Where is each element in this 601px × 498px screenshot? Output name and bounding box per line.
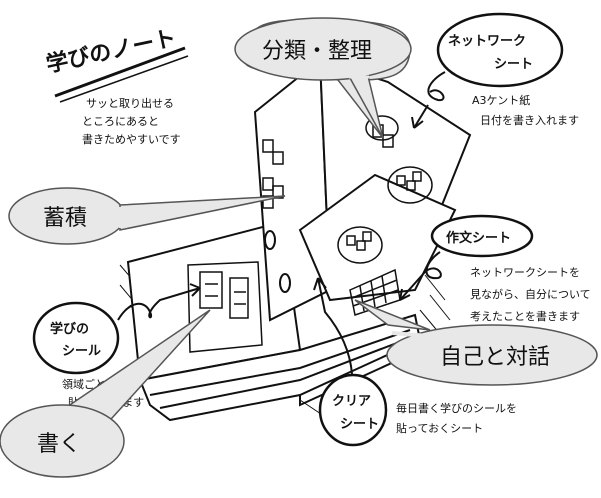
study-seal-label: 学びの — [50, 321, 89, 337]
network-sheet-label: シート — [494, 57, 533, 72]
bubble-write-text: 書く — [37, 432, 81, 457]
bubble-dialogue-text: 自己と対話 — [440, 345, 550, 370]
title: 学びのノート — [44, 25, 179, 78]
network-arrow — [411, 104, 429, 129]
clear-sheet-label: シート — [340, 417, 379, 432]
essay-caption-line: ネットワークシートを — [470, 266, 580, 279]
essay-sheet-label-oval — [430, 214, 534, 258]
essay-caption-line: 考えたことを書きます — [470, 309, 580, 323]
clear-sheet-label-oval — [318, 373, 388, 447]
network-caption-line: A3ケント紙 — [472, 93, 530, 107]
bubble-classify: 分類・整理 — [234, 17, 412, 139]
svg-text:学びの シール: 学びの シール — [50, 321, 101, 359]
bubble-classify-text: 分類・整理 — [262, 39, 372, 64]
essay-arrow — [399, 251, 442, 301]
bubble-accumulate-text: 蓄積 — [43, 206, 87, 231]
svg-text:クリア シート: クリア シート — [332, 394, 379, 432]
binder-ring — [264, 230, 276, 250]
study-seal-label-oval — [32, 301, 120, 375]
clear-sheet-arrow — [313, 277, 353, 375]
svg-text:A3ケント紙 日付を書き入れます: A3ケント紙 日付を書き入れます — [472, 93, 579, 127]
clear-sheet-label: クリア — [332, 394, 371, 409]
svg-text:毎日書く学びのシールを 貼っておくシート: 毎日書く学びのシールを 貼っておくシート — [396, 401, 521, 435]
svg-text:ネットワーク シート: ネットワーク シート — [448, 34, 533, 72]
network-sheet-label-oval — [436, 12, 564, 88]
essay-sheet-label: 作文シート — [446, 230, 511, 246]
title-underline — [54, 46, 186, 98]
binder-bottom-pages — [138, 313, 422, 422]
network-caption-line: 日付を書き入れます — [480, 113, 579, 127]
study-seal-label: シール — [62, 344, 101, 359]
binder-ring — [279, 273, 291, 293]
title-caption-line: 書きためやすいです — [82, 132, 181, 146]
essay-caption-line: 見ながら、自分について — [470, 287, 591, 301]
bubble-accumulate: 蓄積 — [8, 187, 286, 245]
svg-text:ネットワークシートを 見ながら、自分について: ネットワークシートを 見ながら、自分について 考えたことを書きます — [470, 266, 594, 323]
svg-text:サッと取り出せる ところにあると 書きためや: サッと取り出せる ところにあると 書きためやすいです — [82, 96, 181, 146]
title-caption-line: サッと取り出せる — [86, 96, 174, 110]
bubble-write: 書く — [0, 309, 211, 478]
title-caption-line: ところにあると — [82, 115, 159, 128]
study-seal-arrow — [117, 283, 201, 321]
network-arrow-curl — [427, 71, 446, 102]
clear-caption-line: 毎日書く学びのシールを — [396, 401, 517, 415]
bubble-dialogue: 自己と対話 — [354, 299, 598, 386]
network-sheet-label: ネットワーク — [448, 34, 526, 49]
clear-caption-line: 貼っておくシート — [396, 421, 483, 435]
